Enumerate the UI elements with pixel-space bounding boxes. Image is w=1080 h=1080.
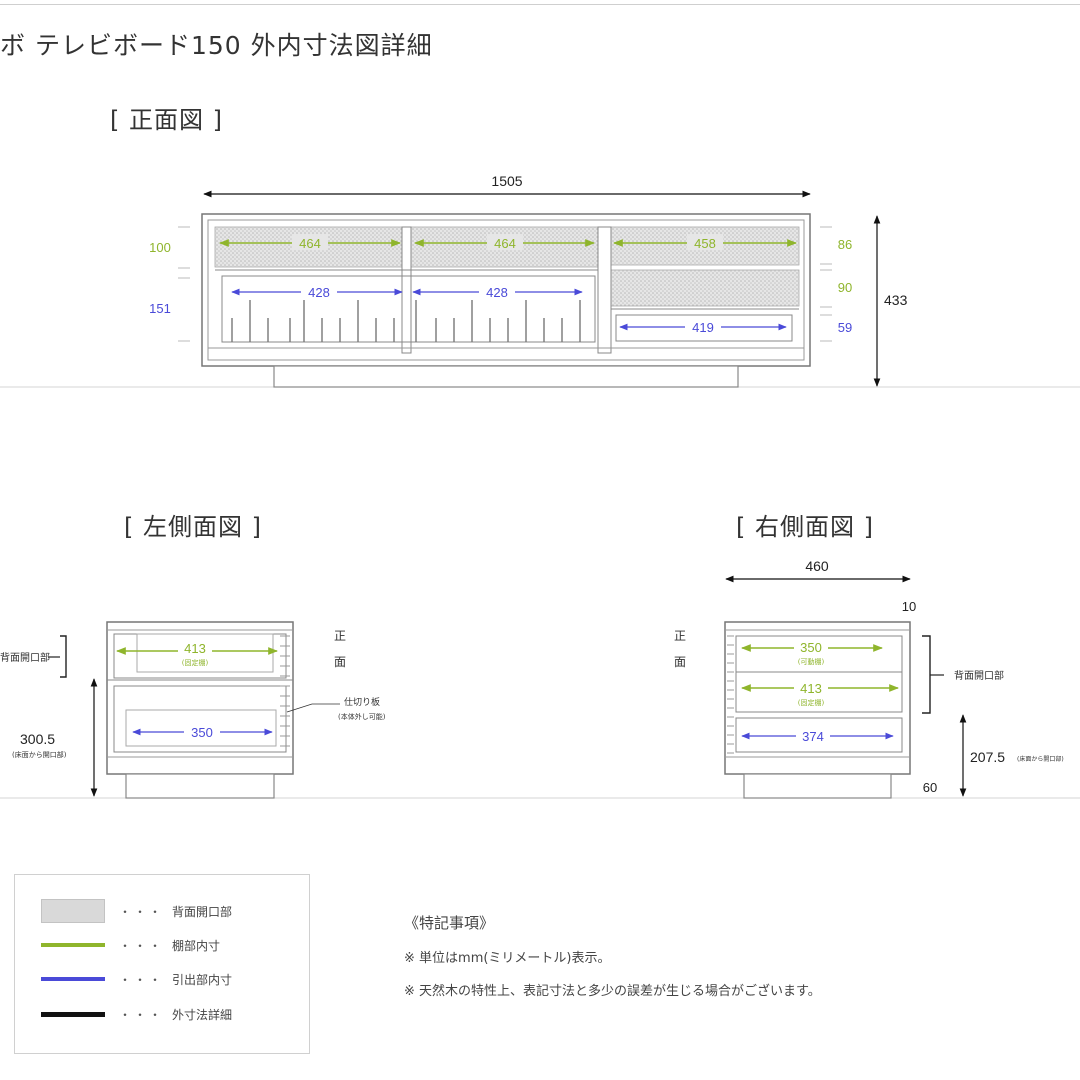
left-side-view: 413 (固定棚) 350 背面開口部 300.5 (床面から開口部) 正 面 …	[0, 621, 1080, 799]
partition-note: (本体外し可能)	[338, 712, 386, 721]
partition-label: 仕切り板	[344, 696, 380, 708]
front-drawer-width-3: 419	[692, 320, 714, 335]
left-drawer-depth: 350	[191, 725, 213, 740]
left-front-label-2: 面	[334, 655, 346, 669]
note-item: ※ 単位はmm(ミリメートル)表示。	[404, 951, 611, 966]
legend-label: 棚部内寸	[172, 938, 221, 953]
front-left-height-1: 100	[149, 240, 171, 255]
right-height-note: (床面から開口部)	[1017, 755, 1064, 763]
right-width-label: 460	[805, 558, 829, 574]
legend-dots: ・・・	[119, 972, 165, 987]
front-drawer-label-bg-3	[685, 319, 721, 335]
partition-leader	[286, 703, 340, 713]
front-view: 1505 464 464 458	[0, 173, 1080, 388]
page-title: ボ テレビボード150 外内寸法図詳細	[0, 31, 433, 60]
front-height-label: 433	[884, 292, 908, 308]
left-shelf-depth-note: (固定棚)	[182, 658, 209, 667]
legend: ・・・ 背面開口部 ・・・ 棚部内寸 ・・・ 引出部内寸 ・・・ 外寸法詳細	[14, 874, 310, 1054]
legend-item-outer: ・・・ 外寸法詳細	[41, 1002, 232, 1026]
note-item: ※ 天然木の特性上、表記寸法と多少の誤差が生じる場合がございます。	[404, 984, 821, 999]
legend-dots: ・・・	[119, 1007, 165, 1022]
front-drawer-right	[615, 314, 793, 342]
front-right-height-2: 90	[838, 280, 852, 295]
right-view-title: [ 右側面図 ]	[736, 513, 874, 541]
left-drawer-frame	[113, 685, 287, 753]
front-drawer-width-1: 428	[308, 285, 330, 300]
left-view-title: [ 左側面図 ]	[124, 513, 262, 541]
front-back-opening-4	[610, 269, 800, 307]
left-height-value: 300.5	[20, 731, 55, 747]
front-drawer-label-bg-2	[479, 284, 515, 300]
front-right-height-3: 59	[838, 320, 852, 335]
legend-dots: ・・・	[119, 938, 165, 953]
right-front-label-2: 面	[674, 655, 686, 669]
right-drawer-label-bg	[796, 728, 830, 743]
front-drawer-label-bg-1	[301, 284, 337, 300]
left-back-opening-bracket	[60, 635, 67, 678]
legend-item-shelf: ・・・ 棚部内寸	[41, 933, 220, 957]
right-plinth	[743, 773, 892, 799]
left-shelf-depth: 413	[184, 641, 206, 656]
left-drawer-box	[125, 709, 277, 747]
right-back-opening-bracket	[922, 635, 931, 714]
legend-swatch-green	[41, 943, 105, 947]
front-shelf-label-bg-1	[292, 234, 328, 250]
right-side-view: 460 10 350 (可動棚) 413 (固定棚) 374 正 面 背面開口部…	[674, 558, 1064, 799]
left-plinth	[125, 773, 275, 799]
notes-heading: 《特記事項》	[404, 914, 495, 932]
right-height-value: 207.5	[970, 749, 1005, 765]
front-slats	[231, 300, 581, 342]
left-drawer-label-bg	[184, 724, 220, 739]
front-drawer-width-2: 428	[486, 285, 508, 300]
legend-label: 外寸法詳細	[172, 1007, 233, 1022]
right-top-thickness: 10	[902, 599, 916, 614]
right-drawer-depth: 374	[802, 729, 824, 744]
legend-swatch-blue	[41, 977, 105, 981]
right-drawer-frame	[735, 717, 903, 753]
front-body-inner	[207, 219, 805, 361]
front-view-title: [ 正面図 ]	[110, 106, 223, 134]
front-width-label: 1505	[491, 173, 522, 189]
notes: 《特記事項》 ※ 単位はmm(ミリメートル)表示。 ※ 天然木の特性上、表記寸法…	[404, 912, 821, 999]
right-base-height: 60	[923, 780, 937, 795]
legend-swatch-black	[41, 1011, 105, 1017]
left-back-slats	[280, 635, 290, 747]
top-divider	[0, 4, 1080, 5]
legend-item-drawer: ・・・ 引出部内寸	[41, 967, 232, 991]
left-height-note: (床面から開口部)	[12, 750, 67, 759]
front-shelf-width-3: 458	[694, 236, 716, 251]
front-right-height-1: 86	[838, 237, 852, 252]
front-shelf-width-2: 464	[494, 236, 516, 251]
front-divider-1	[401, 226, 412, 354]
legend-dots: ・・・	[119, 904, 165, 919]
front-left-height-2: 151	[149, 301, 171, 316]
right-back-opening-label: 背面開口部	[954, 669, 1004, 682]
right-shelf-frame	[735, 635, 903, 713]
right-front-label-1: 正	[674, 629, 686, 643]
right-shelf-depth-2-note: (固定棚)	[798, 698, 825, 707]
right-back-slats	[727, 635, 734, 754]
right-shelf-label-bg-2	[794, 679, 828, 694]
front-divider-2	[597, 226, 612, 354]
left-front-label-1: 正	[334, 629, 346, 643]
right-shelf-depth-1-note: (可動棚)	[798, 657, 825, 666]
left-back-opening-label: 背面開口部	[0, 651, 50, 664]
front-plinth	[273, 365, 739, 388]
front-shelf-label-bg-2	[487, 234, 523, 250]
right-shelf-depth-2: 413	[800, 681, 822, 696]
right-shelf-label-bg-1	[794, 638, 828, 653]
front-shelf-width-1: 464	[299, 236, 321, 251]
legend-label: 背面開口部	[172, 904, 233, 919]
legend-swatch-hatch	[41, 899, 105, 923]
legend-label: 引出部内寸	[172, 972, 233, 987]
front-drawer-frame	[221, 275, 596, 343]
front-shelf-label-bg-3	[687, 234, 723, 250]
legend-item-back-opening: ・・・ 背面開口部	[41, 899, 232, 923]
right-shelf-depth-1: 350	[800, 640, 822, 655]
left-shelf-label-bg	[178, 640, 212, 655]
